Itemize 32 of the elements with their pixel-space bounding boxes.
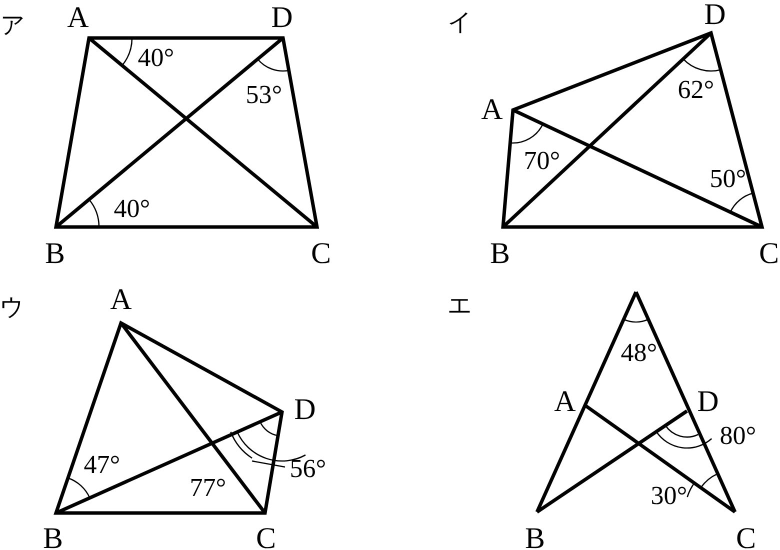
panel-number: ウ	[0, 295, 24, 319]
vertex-label: B	[45, 239, 65, 269]
panel-number: ア	[0, 13, 26, 37]
angle-label: 48°	[620, 340, 658, 366]
vertex-label: A	[554, 387, 576, 417]
angle-label: 77°	[190, 475, 226, 501]
angle-label: 70°	[524, 148, 560, 174]
panel-number: エ	[448, 293, 472, 317]
vertex-label: A	[67, 3, 89, 33]
vertex-label: A	[481, 95, 503, 125]
vertex-label: B	[43, 524, 63, 550]
vertex-label: A	[110, 285, 132, 315]
angle-label: 56°	[290, 456, 326, 482]
vertex-label: D	[294, 395, 316, 425]
vertex-label: C	[256, 524, 276, 550]
angle-label: 62°	[678, 77, 714, 103]
panel-number: イ	[448, 10, 472, 34]
vertex-label: C	[759, 239, 779, 269]
angle-label: 40°	[138, 45, 174, 71]
vertex-label: B	[525, 524, 545, 550]
vertex-label: C	[311, 239, 331, 269]
angle-label: 50°	[710, 166, 746, 192]
vertex-label: D	[697, 387, 719, 417]
vertex-label: D	[704, 0, 726, 30]
vertex-label: B	[490, 239, 510, 269]
angle-label: 47°	[84, 452, 120, 478]
angle-label: 80°	[720, 423, 756, 449]
angle-label: 30°	[650, 483, 688, 509]
vertex-label: C	[736, 524, 756, 550]
vertex-label: D	[271, 3, 293, 33]
angle-label: 40°	[114, 196, 150, 222]
angle-label: 53°	[246, 82, 282, 108]
